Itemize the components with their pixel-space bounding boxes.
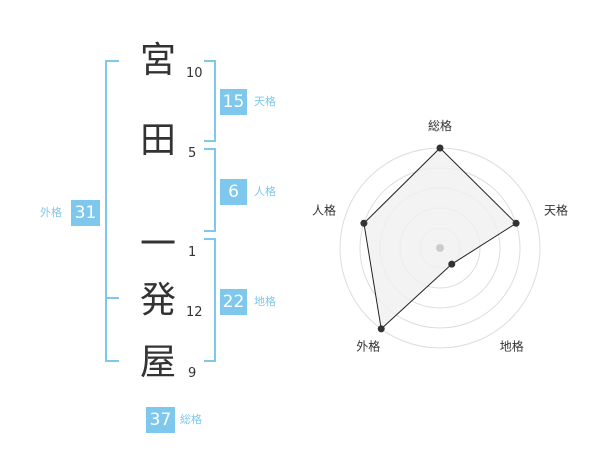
radar-center-dot [436, 244, 444, 252]
radar-axis-label-4: 人格 [312, 202, 336, 217]
gaikaku-badge: 31 [71, 200, 100, 226]
gaikaku-bracket-tick [105, 297, 119, 299]
stroke-count-5: 9 [188, 366, 197, 381]
name-char-5: 屋 [139, 342, 176, 383]
jinkaku-bracket [204, 148, 216, 232]
radar-axis-label-0: 総格 [428, 118, 452, 133]
name-char-3: 一 [139, 224, 176, 265]
radar-point-0 [436, 144, 444, 152]
radar-point-2 [448, 260, 456, 268]
gaikaku-label: 外格 [40, 206, 62, 219]
tenkaku-label: 天格 [254, 95, 276, 108]
tenkaku-badge: 15 [220, 89, 247, 115]
radar-point-4 [360, 219, 368, 227]
radar-axis-label-1: 天格 [544, 202, 568, 217]
stroke-count-3: 1 [188, 245, 197, 260]
tenkaku-bracket [204, 60, 216, 142]
radar-series-polygon [363, 147, 517, 330]
soukaku-badge: 37 [146, 407, 175, 433]
jinkaku-badge: 6 [220, 179, 247, 205]
name-char-2: 田 [139, 120, 176, 161]
chikaku-label: 地格 [254, 295, 276, 308]
gaikaku-bracket [105, 60, 119, 362]
name-char-1: 宮 [139, 40, 176, 81]
stroke-count-2: 5 [188, 146, 197, 161]
chikaku-badge: 22 [220, 289, 247, 315]
radar-point-1 [512, 219, 520, 227]
stroke-count-1: 10 [186, 66, 203, 81]
jinkaku-label: 人格 [254, 185, 276, 198]
name-char-4: 発 [139, 280, 176, 321]
chikaku-bracket [204, 238, 216, 362]
stroke-count-4: 12 [186, 305, 203, 320]
radar-axis-label-2: 地格 [500, 339, 524, 354]
radar-point-3 [377, 325, 385, 333]
radar-axis-label-3: 外格 [356, 339, 380, 354]
soukaku-label: 総格 [180, 413, 202, 426]
